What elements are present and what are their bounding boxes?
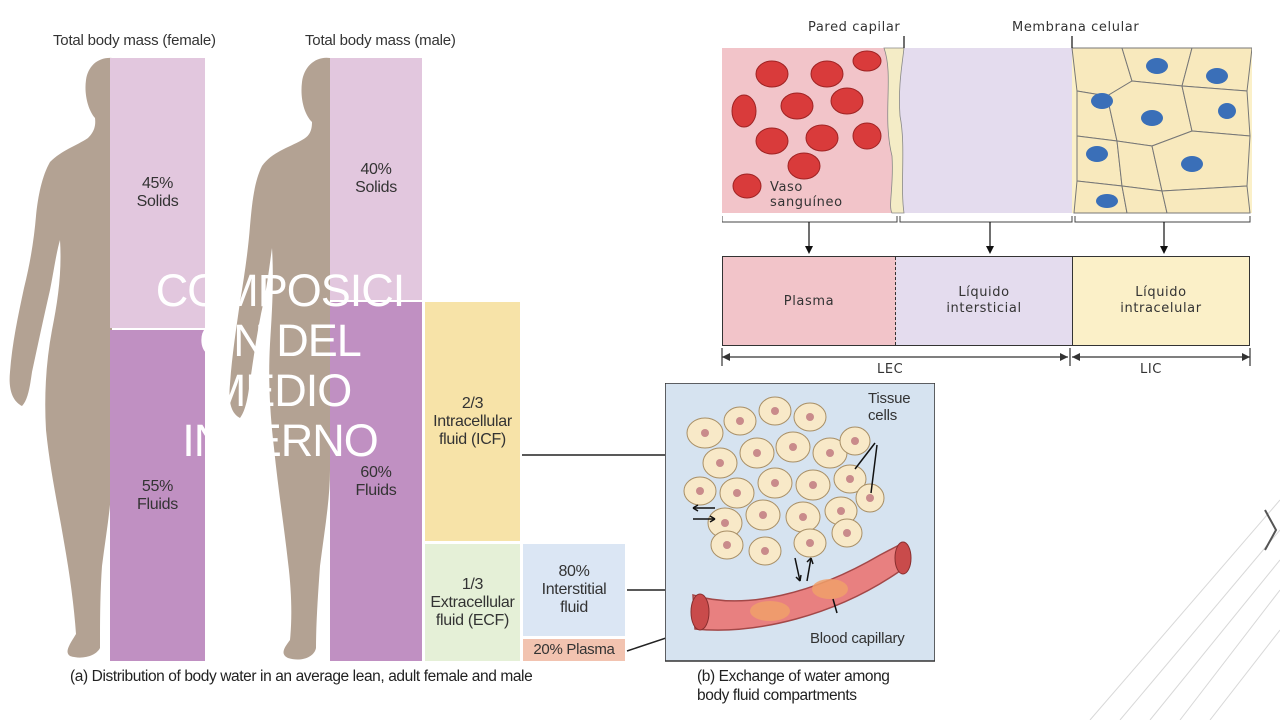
decorative-lines (1089, 499, 1280, 720)
icf-label: 2/3 Intracellular fluid (ICF) (433, 394, 512, 448)
slide-title: COMPOSICI ON DEL MEDIO INTERNO (155, 265, 406, 466)
plasma-compartment-label: Plasma (783, 293, 835, 309)
male-title: Total body mass (male) (305, 32, 456, 49)
interstitial-block: 80% Interstitial fluid (523, 544, 625, 636)
interstitial-compartment: Líquido intersticial (896, 257, 1073, 345)
ecf-label: 1/3 Extracellular fluid (ECF) (430, 575, 515, 629)
icf-block: 2/3 Intracellular fluid (ICF) (425, 302, 520, 541)
plasma-label: 20% Plasma (533, 641, 615, 658)
interstitial-label: 80% Interstitial fluid (541, 563, 607, 616)
caption-b: (b) Exchange of water among body fluid c… (697, 668, 890, 704)
male-solids-label: 40% Solids (355, 161, 397, 196)
vaso-sanguineo-label: Vaso sanguíneo (770, 180, 843, 210)
female-solids-label: 45% Solids (136, 175, 179, 210)
female-silhouette (9, 57, 112, 658)
plasma-compartment: Plasma (723, 257, 896, 345)
bracket-arrows (722, 216, 1251, 254)
female-fluids-label: 55% Fluids (137, 477, 178, 513)
pared-capilar-label: Pared capilar (808, 20, 901, 35)
blood-capillary-label: Blood capillary (810, 630, 905, 647)
male-silhouette (229, 57, 330, 660)
female-title: Total body mass (female) (53, 32, 216, 49)
lic-label: LIC (1140, 362, 1162, 377)
plasma-block: 20% Plasma (523, 639, 625, 661)
lec-label: LEC (877, 362, 904, 377)
interstitial-compartment-label: Líquido intersticial (946, 285, 1022, 316)
membrana-celular-label: Membrana celular (1012, 20, 1140, 35)
caption-a: (a) Distribution of body water in an ave… (70, 668, 533, 685)
compartment-boxes: Plasma Líquido intersticial Líquido intr… (722, 256, 1250, 346)
female-solids-block: 45% Solids (110, 58, 205, 328)
female-fluids-block: 55% Fluids (110, 330, 205, 661)
lec-lic-arrows (721, 348, 1251, 366)
male-solids-block: 40% Solids (330, 58, 422, 300)
tissue-cells-label: Tissue cells (868, 390, 911, 424)
intracellular-compartment: Líquido intracelular (1073, 257, 1249, 345)
ecf-block: 1/3 Extracellular fluid (ECF) (425, 544, 520, 661)
intracellular-compartment-label: Líquido intracelular (1120, 285, 1202, 316)
exchange-diagram (665, 383, 935, 662)
compartments-diagram (722, 36, 1252, 214)
male-fluids-block: 60% Fluids (330, 302, 422, 661)
male-fluids-label: 60% Fluids (355, 463, 397, 499)
